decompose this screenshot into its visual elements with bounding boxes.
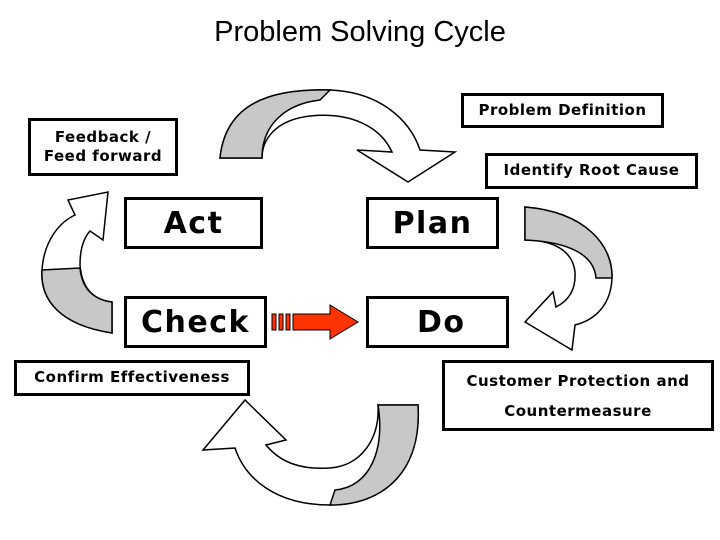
customer-protection-box: Customer Protection and Countermeasure <box>442 360 714 431</box>
customer-protection-line1: Customer Protection and <box>466 371 690 390</box>
act-label: Act <box>163 205 224 241</box>
problem-definition-label: Problem Definition <box>478 100 647 119</box>
diagram-title: Problem Solving Cycle <box>214 16 506 48</box>
act-box: Act <box>124 197 263 249</box>
customer-protection-line2: Countermeasure <box>504 401 652 420</box>
feedback-label-line2: Feed forward <box>43 147 163 165</box>
feedback-label-line1: Feedback / <box>54 127 152 146</box>
do-label: Do <box>417 304 466 340</box>
confirm-effectiveness-box: Confirm Effectiveness <box>14 360 250 396</box>
problem-definition-box: Problem Definition <box>461 93 664 128</box>
check-label: Check <box>141 304 250 340</box>
bottom-curved-arrow <box>201 398 419 506</box>
feedback-box: Feedback / Feed forward <box>28 118 178 176</box>
plan-label: Plan <box>392 205 473 241</box>
right-curved-arrow <box>523 206 613 352</box>
identify-root-cause-box: Identify Root Cause <box>485 153 698 189</box>
top-curved-arrow <box>219 89 458 183</box>
left-curved-arrow <box>41 191 113 334</box>
check-to-do-arrow <box>271 304 359 340</box>
confirm-effectiveness-label: Confirm Effectiveness <box>34 368 230 387</box>
check-box: Check <box>124 296 267 348</box>
plan-box: Plan <box>366 197 499 249</box>
identify-root-cause-label: Identify Root Cause <box>503 161 680 180</box>
do-box: Do <box>366 296 509 348</box>
